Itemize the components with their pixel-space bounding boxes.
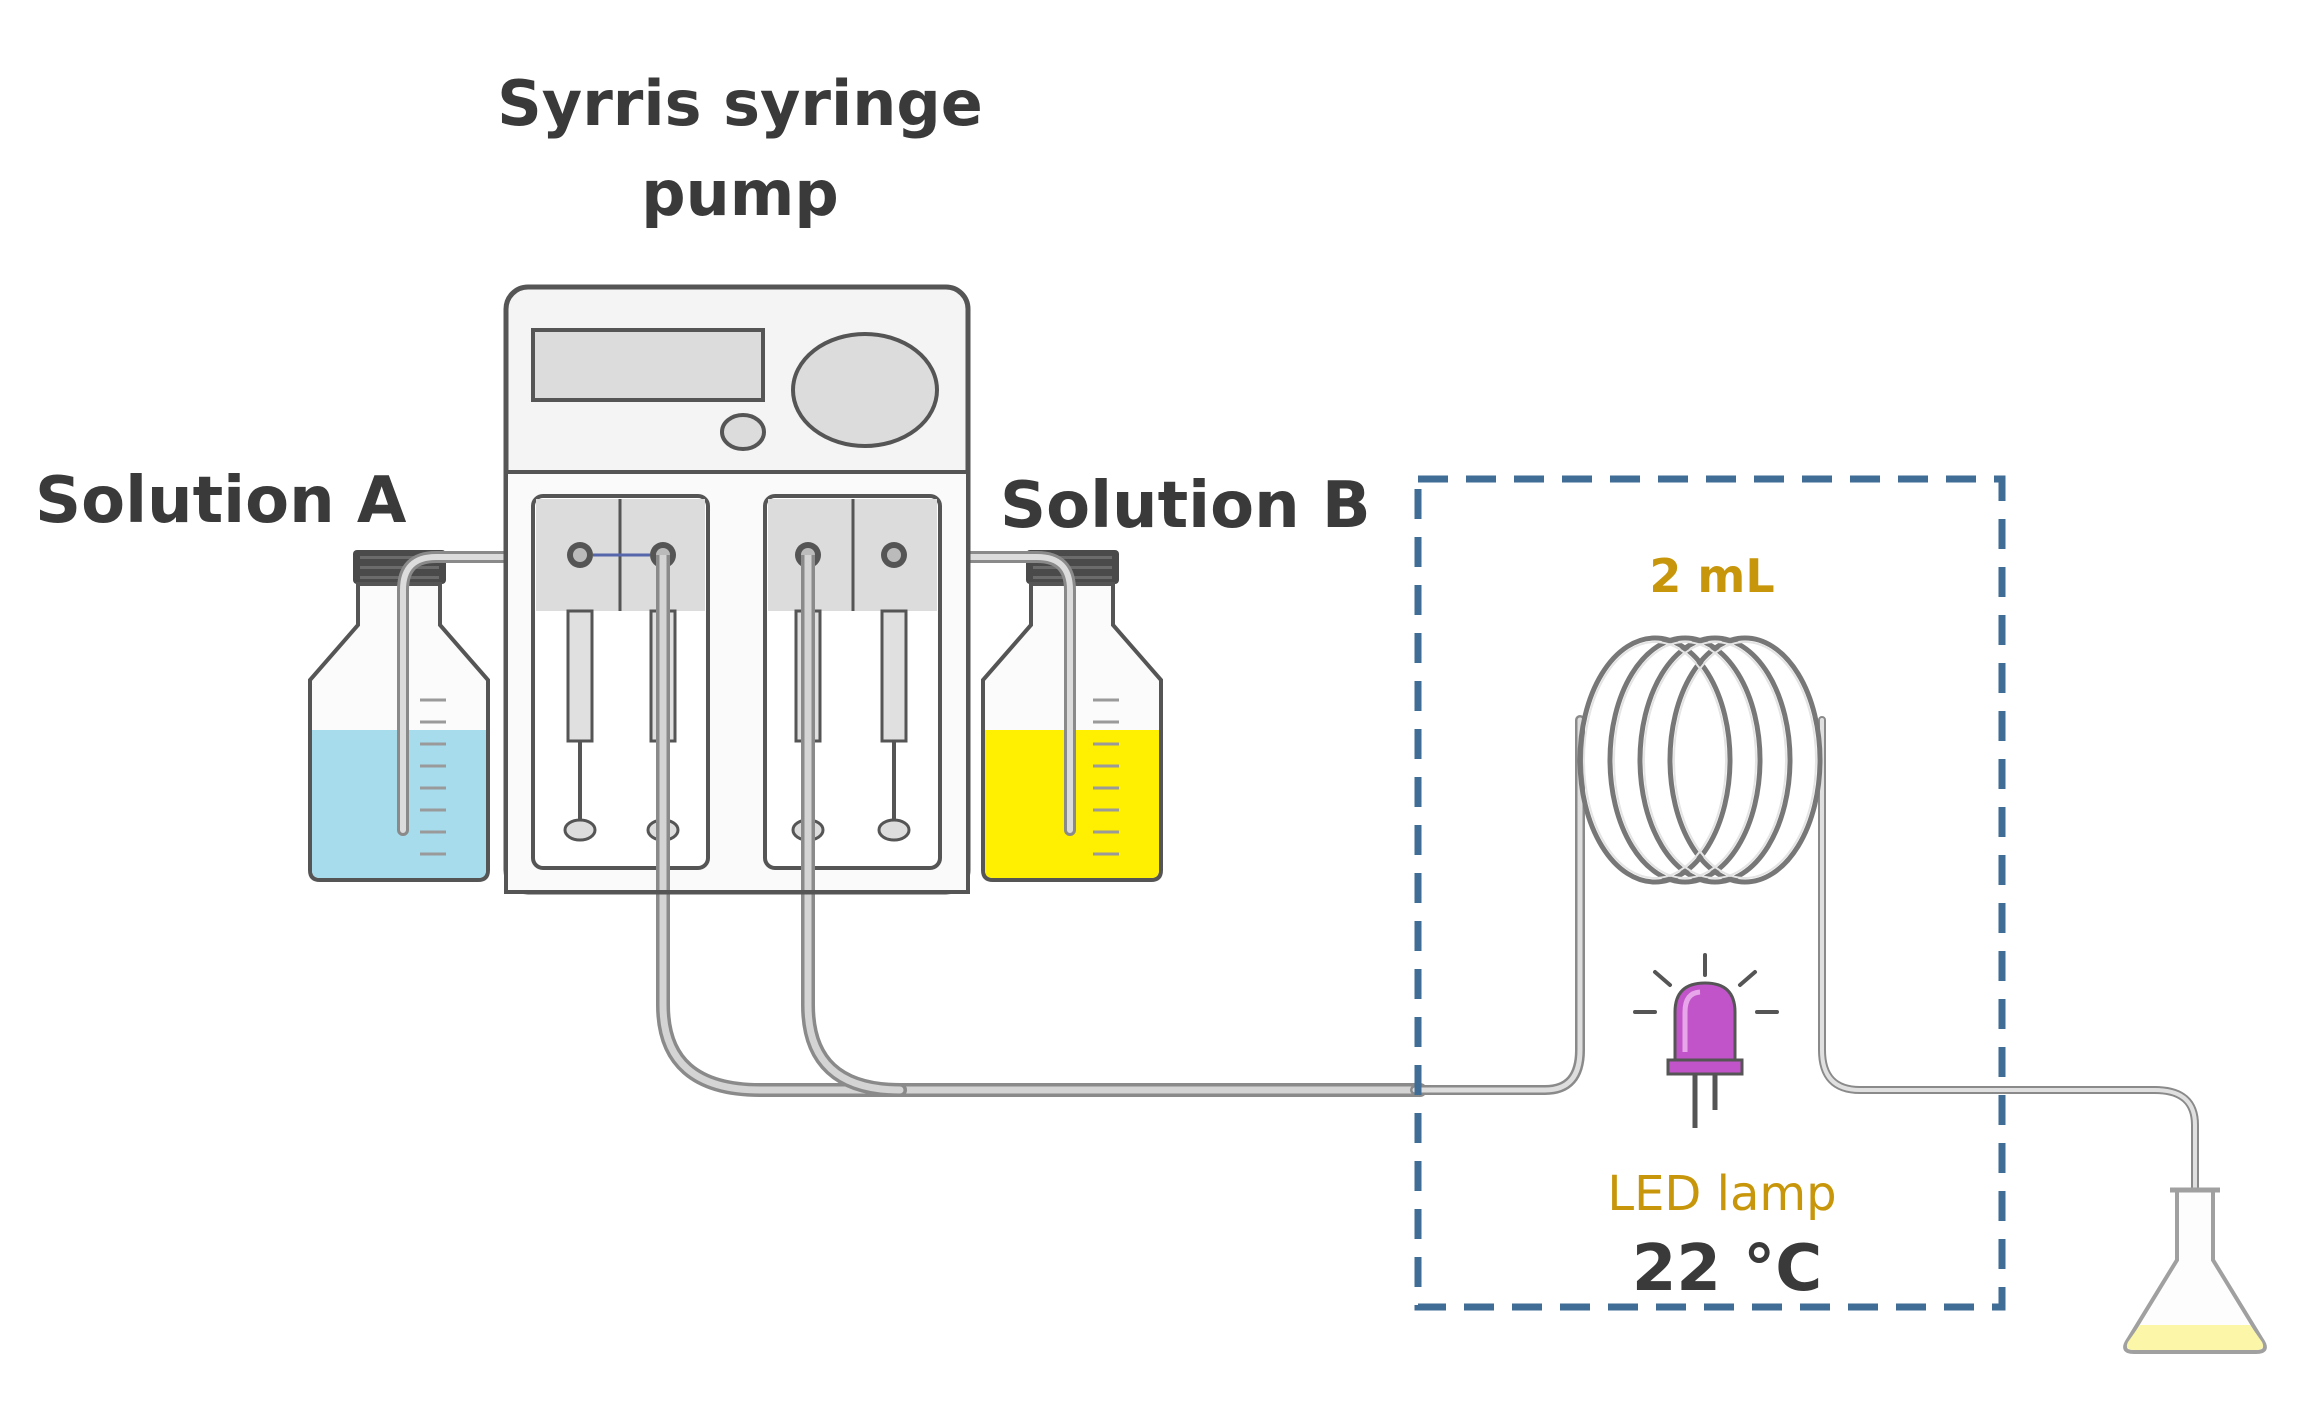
syringe-pump-icon [503,284,971,895]
coil-volume-label: 2 mL [1649,549,1774,603]
pump-title-line2: pump [641,157,839,230]
pump-button [720,413,766,451]
pump-title-line1: Syrris syringe [497,67,983,140]
syringe-module-left [531,494,710,870]
erlenmeyer-flask-icon [2123,1187,2267,1354]
pump-dial [791,332,939,448]
led-lamp-label: LED lamp [1607,1166,1836,1222]
temperature-label: 22 °C [1632,1232,1822,1306]
syringe-module-right [763,494,942,870]
solution-b-label: Solution B [1000,469,1371,543]
coil-reactor-icon [1577,635,1823,885]
pump-display [531,328,765,402]
tubing [656,553,2199,1204]
bottle-icon-solution-a [308,550,586,882]
led-lamp-icon [1633,953,1779,1128]
bottle-icon-solution-b [889,550,1163,882]
solution-a-label: Solution A [35,464,407,538]
reactor-box [1414,475,2006,1311]
